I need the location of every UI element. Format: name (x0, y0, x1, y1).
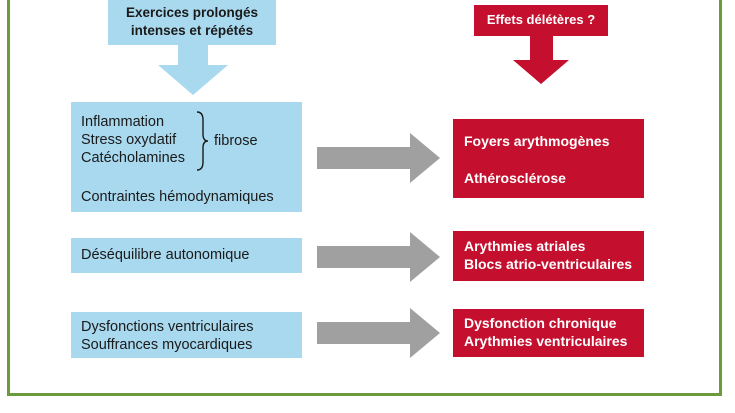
cause-header-line-1: Exercices prolongés (125, 5, 259, 20)
row-1-effect-box: Foyers arythmogènes Athérosclérose (453, 119, 644, 198)
row-1-effect-line-1: Foyers arythmogènes (464, 133, 610, 149)
row-1-extra-line: Contraintes hémodynamiques (81, 189, 274, 205)
effects-header-box: Effets délétères ? (474, 5, 608, 36)
row-3-effect-line-1: Dysfonction chronique (464, 315, 617, 331)
row-1-effect-line-2: Athérosclérose (464, 170, 566, 186)
row-1-group-line-3: Catécholamines (81, 150, 185, 166)
row-2-effect-box: Arythmies atriales Blocs atrio-ventricul… (453, 231, 644, 281)
row-2-cause-line-1: Déséquilibre autonomique (81, 247, 250, 263)
row-3-effect-line-2: Arythmies ventriculaires (464, 333, 628, 349)
row-3-effect-box: Dysfonction chronique Arythmies ventricu… (453, 309, 644, 357)
row-1-cause-box: Inflammation Stress oxydatif Catécholami… (71, 102, 302, 212)
row-1-group-result: fibrose (214, 133, 258, 149)
cause-header-box: Exercices prolongés intenses et répétés (108, 0, 276, 45)
row-3-cause-box: Dysfonctions ventriculaires Souffrances … (71, 312, 302, 358)
row-2-cause-box: Déséquilibre autonomique (71, 238, 302, 273)
row-2-effect-line-2: Blocs atrio-ventriculaires (464, 256, 633, 272)
row-3-cause-line-2: Souffrances myocardiques (81, 337, 253, 353)
row-1-group-line-1: Inflammation (81, 114, 165, 130)
brace-icon (196, 111, 209, 171)
row-1-group-line-2: Stress oxydatif (81, 132, 177, 148)
effects-header-label: Effets délétères ? (486, 12, 596, 27)
row-2-effect-line-1: Arythmies atriales (464, 238, 586, 254)
cause-header-line-2: intenses et répétés (130, 23, 254, 38)
row-3-cause-line-1: Dysfonctions ventriculaires (81, 319, 254, 335)
diagram-frame (7, 0, 722, 396)
